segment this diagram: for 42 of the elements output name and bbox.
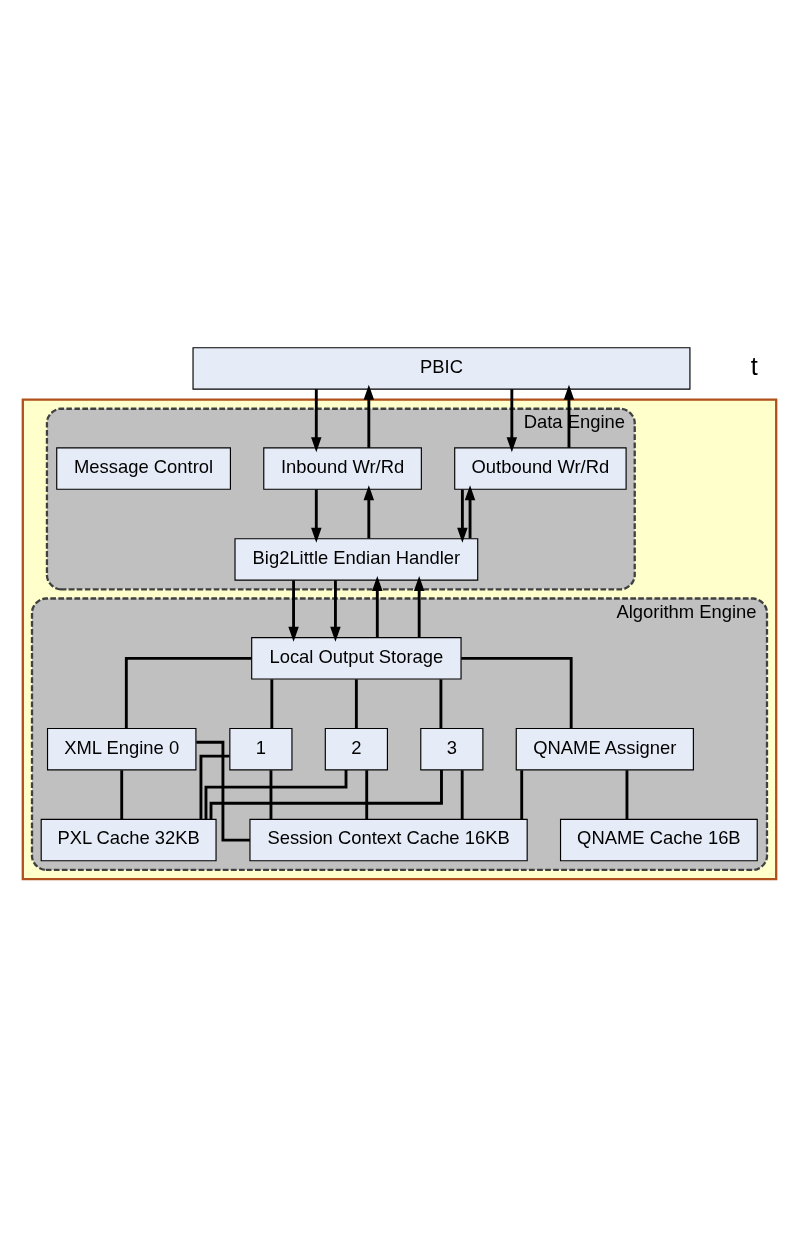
node-box: PXL Cache 32KB (40, 818, 217, 861)
connector (438, 678, 442, 728)
arrow (363, 484, 374, 538)
node-box: Outbound Wr/Rd (453, 446, 627, 490)
connector (625, 769, 628, 819)
arrow (371, 575, 383, 637)
connector (204, 769, 347, 819)
connector (119, 769, 123, 819)
arrow (329, 579, 341, 642)
connector (519, 769, 523, 819)
arrow (413, 575, 424, 637)
label: t (750, 351, 758, 380)
arrow (456, 489, 468, 543)
node-box: 2 (324, 727, 388, 770)
node-box: Session Context Cache 16KB (248, 818, 528, 861)
connector (209, 769, 443, 819)
node-box: XML Engine 0 (46, 727, 196, 770)
node-box: QNAME Cache 16B (559, 818, 758, 861)
connector (124, 656, 251, 728)
arrow (363, 384, 374, 448)
node-box: QNAME Assigner (515, 727, 694, 770)
arrow (310, 388, 322, 452)
connector (195, 740, 250, 841)
arrow (464, 484, 475, 538)
arrow (506, 388, 517, 452)
node-box: PBIC (191, 346, 690, 390)
connector (460, 769, 464, 819)
arrow (287, 579, 299, 642)
node-box: 3 (419, 727, 483, 770)
node-box: Local Output Storage (250, 636, 462, 680)
connector (199, 754, 229, 819)
node-box: Inbound Wr/Rd (262, 446, 422, 490)
connector (364, 769, 368, 819)
connector (269, 678, 273, 728)
node-box: 1 (228, 727, 293, 770)
node-box: Big2Little Endian Handler (233, 537, 478, 581)
node-box: Message Control (55, 446, 231, 490)
arrow (563, 384, 574, 448)
arrow (310, 489, 322, 543)
connector (269, 769, 272, 819)
connector (460, 656, 573, 728)
connector (354, 678, 358, 728)
